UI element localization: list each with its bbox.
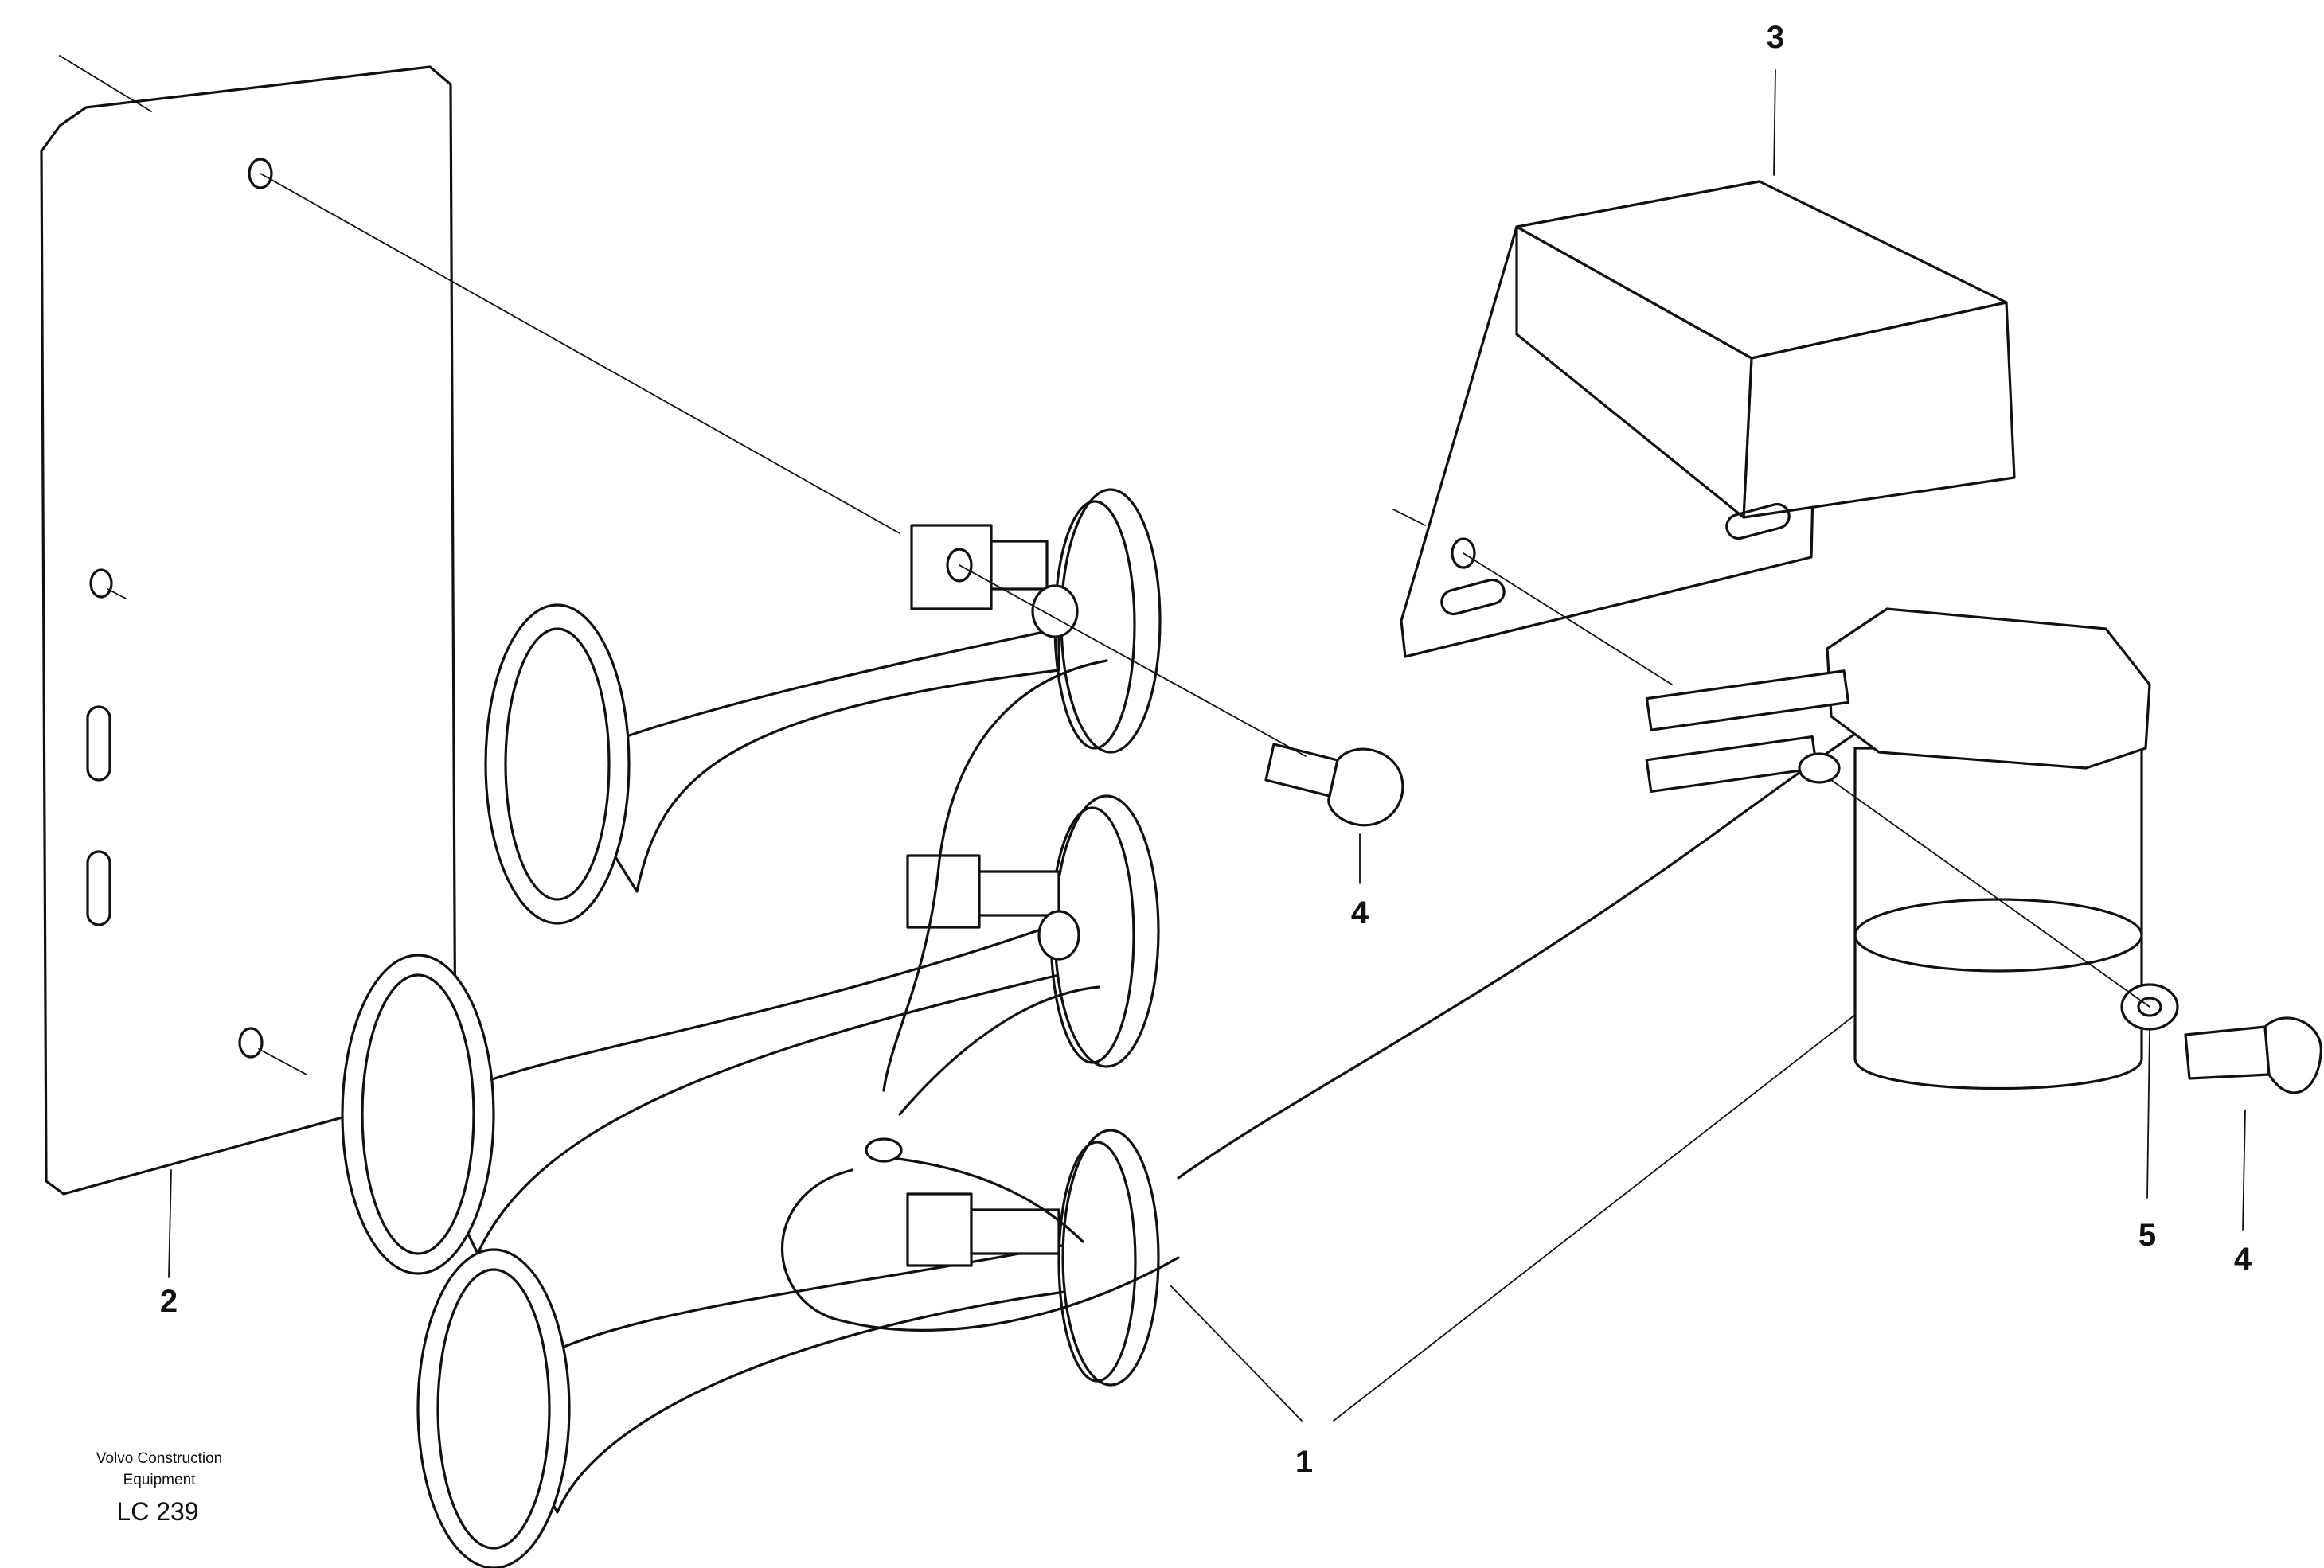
plate-hole-mid	[89, 568, 113, 599]
callout-2: 2	[160, 1284, 178, 1319]
screw-lower	[2184, 1016, 2322, 1094]
horn-lower	[416, 1129, 1160, 1568]
horn-upper	[484, 488, 1162, 925]
plate-hole-top	[248, 158, 273, 189]
plate-slot-lower	[86, 850, 111, 926]
drawing-code: LC 239	[116, 1497, 198, 1526]
leader-lines	[168, 69, 2246, 1422]
company-line-2: Equipment	[123, 1472, 197, 1488]
plate-slot-upper	[86, 705, 111, 782]
plate-hole-bottom	[238, 1027, 264, 1059]
callout-1: 1	[1295, 1445, 1313, 1480]
callout-4-lower: 4	[2234, 1242, 2252, 1277]
air-hoses	[780, 659, 1896, 1332]
horn-middle	[341, 794, 1160, 1275]
compressor-bracket	[1392, 180, 2016, 658]
screw-upper	[1264, 743, 1404, 827]
callout-3: 3	[1767, 20, 1784, 55]
assembly-lines	[260, 173, 2150, 1008]
compressor	[1645, 607, 2151, 1090]
callout-4-upper: 4	[1351, 895, 1369, 930]
callout-5: 5	[2138, 1218, 2156, 1253]
company-line-1: Volvo Construction	[96, 1450, 222, 1467]
